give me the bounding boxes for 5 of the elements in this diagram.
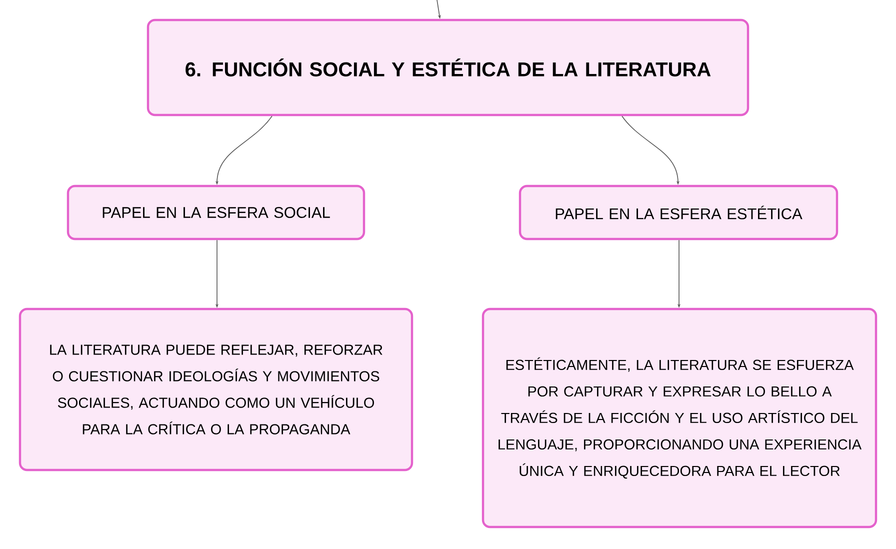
- category-box: PAPEL EN LA ESFERA ESTÉTICA: [518, 184, 838, 240]
- description-box: ESTÉTICAMENTE, LA LITERATURA SE ESFUERZA POR CAPTURAR Y EXPRESAR LO BELLO A TRAVÉS DE LA FICCIÓN Y EL USO ARTÍSTICO DEL LENGUAJE, PROPORCIONANDO UNA EXPERIENCIA ÚNICA Y ENRIQUECEDORA PARA EL LECTOR: [482, 308, 878, 528]
- description-box: LA LITERATURA PUEDE REFLEJAR, REFORZAR O CUESTIONAR IDEOLOGÍAS Y MOVIMIENTOS SOCIALES, ACTUANDO COMO UN VEHÍCULO PARA LA CRÍTICA O LA PROPAGANDA: [18, 308, 414, 472]
- title-box: 6. FUNCIÓN SOCIAL Y ESTÉTICA DE LA LITERATURA: [146, 18, 750, 116]
- category-box: PAPEL EN LA ESFERA SOCIAL: [66, 184, 366, 240]
